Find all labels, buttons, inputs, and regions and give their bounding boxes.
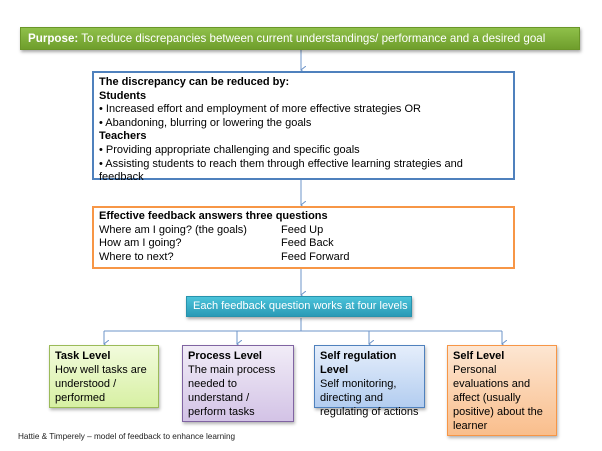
feedback-questions-box: Effective feedback answers three questio… bbox=[92, 206, 515, 269]
feedback-question: How am I going? bbox=[99, 237, 182, 250]
level-line: Self monitoring, bbox=[320, 378, 397, 390]
level-line: perform tasks bbox=[188, 406, 255, 418]
discrepancy-heading: The discrepancy can be reduced by: bbox=[99, 76, 290, 88]
discrepancy-box: The discrepancy can be reduced by: Stude… bbox=[92, 71, 515, 183]
levels-header-box: Each feedback question works at four lev… bbox=[186, 296, 412, 317]
level-line: Personal bbox=[453, 364, 497, 376]
feedback-answer: Feed Forward bbox=[281, 250, 350, 263]
feedback-answer: Feed Back bbox=[281, 237, 334, 250]
purpose-label: Purpose: bbox=[28, 32, 79, 45]
feedback-row: Where am I going? (the goals) Feed Up bbox=[99, 224, 508, 238]
purpose-box: Purpose: To reduce discrepancies between… bbox=[20, 27, 580, 50]
task-level-box: Task Level How well tasks are understood… bbox=[49, 345, 159, 408]
feedback-heading: Effective feedback answers three questio… bbox=[99, 210, 328, 222]
level-line: affect (usually bbox=[453, 392, 521, 404]
feedback-row: How am I going? Feed Back bbox=[99, 237, 508, 251]
level-line: understood / bbox=[55, 378, 117, 390]
students-item: • Increased effort and employment of mor… bbox=[99, 103, 421, 116]
caption: Hattie & Timperely – model of feedback t… bbox=[18, 432, 236, 441]
level-title: Task Level bbox=[55, 350, 111, 362]
level-line: understand / bbox=[188, 392, 250, 404]
level-line: How well tasks are bbox=[55, 364, 147, 376]
teachers-heading: Teachers bbox=[99, 130, 147, 143]
students-heading: Students bbox=[99, 89, 147, 102]
self-level-box: Self Level Personal evaluations and affe… bbox=[447, 345, 557, 436]
level-title: Process Level bbox=[188, 350, 262, 362]
level-line: evaluations and bbox=[453, 378, 531, 390]
students-item: • Abandoning, blurring or lowering the g… bbox=[99, 116, 312, 129]
level-line: performed bbox=[55, 392, 106, 404]
feedback-question: Where am I going? (the goals) bbox=[99, 223, 247, 236]
level-line: learner bbox=[453, 420, 488, 432]
level-line: needed to bbox=[188, 378, 237, 390]
level-line: positive) about the bbox=[453, 406, 543, 418]
self-regulation-level-box: Self regulation Level Self monitoring, d… bbox=[314, 345, 425, 418]
feedback-row: Where to next? Feed Forward bbox=[99, 251, 508, 265]
teachers-item: • Assisting students to reach them throu… bbox=[99, 157, 463, 184]
level-title: Self regulation Level bbox=[320, 350, 397, 376]
feedback-question: Where to next? bbox=[99, 250, 174, 263]
level-line: The main process bbox=[188, 364, 276, 376]
process-level-box: Process Level The main process needed to… bbox=[182, 345, 294, 422]
teachers-item: • Providing appropriate challenging and … bbox=[99, 143, 360, 156]
level-line: directing and bbox=[320, 392, 383, 404]
level-title: Self Level bbox=[453, 350, 505, 362]
feedback-answer: Feed Up bbox=[281, 223, 324, 236]
purpose-text: To reduce discrepancies between current … bbox=[78, 32, 546, 45]
level-line: regulating of actions bbox=[320, 406, 419, 418]
